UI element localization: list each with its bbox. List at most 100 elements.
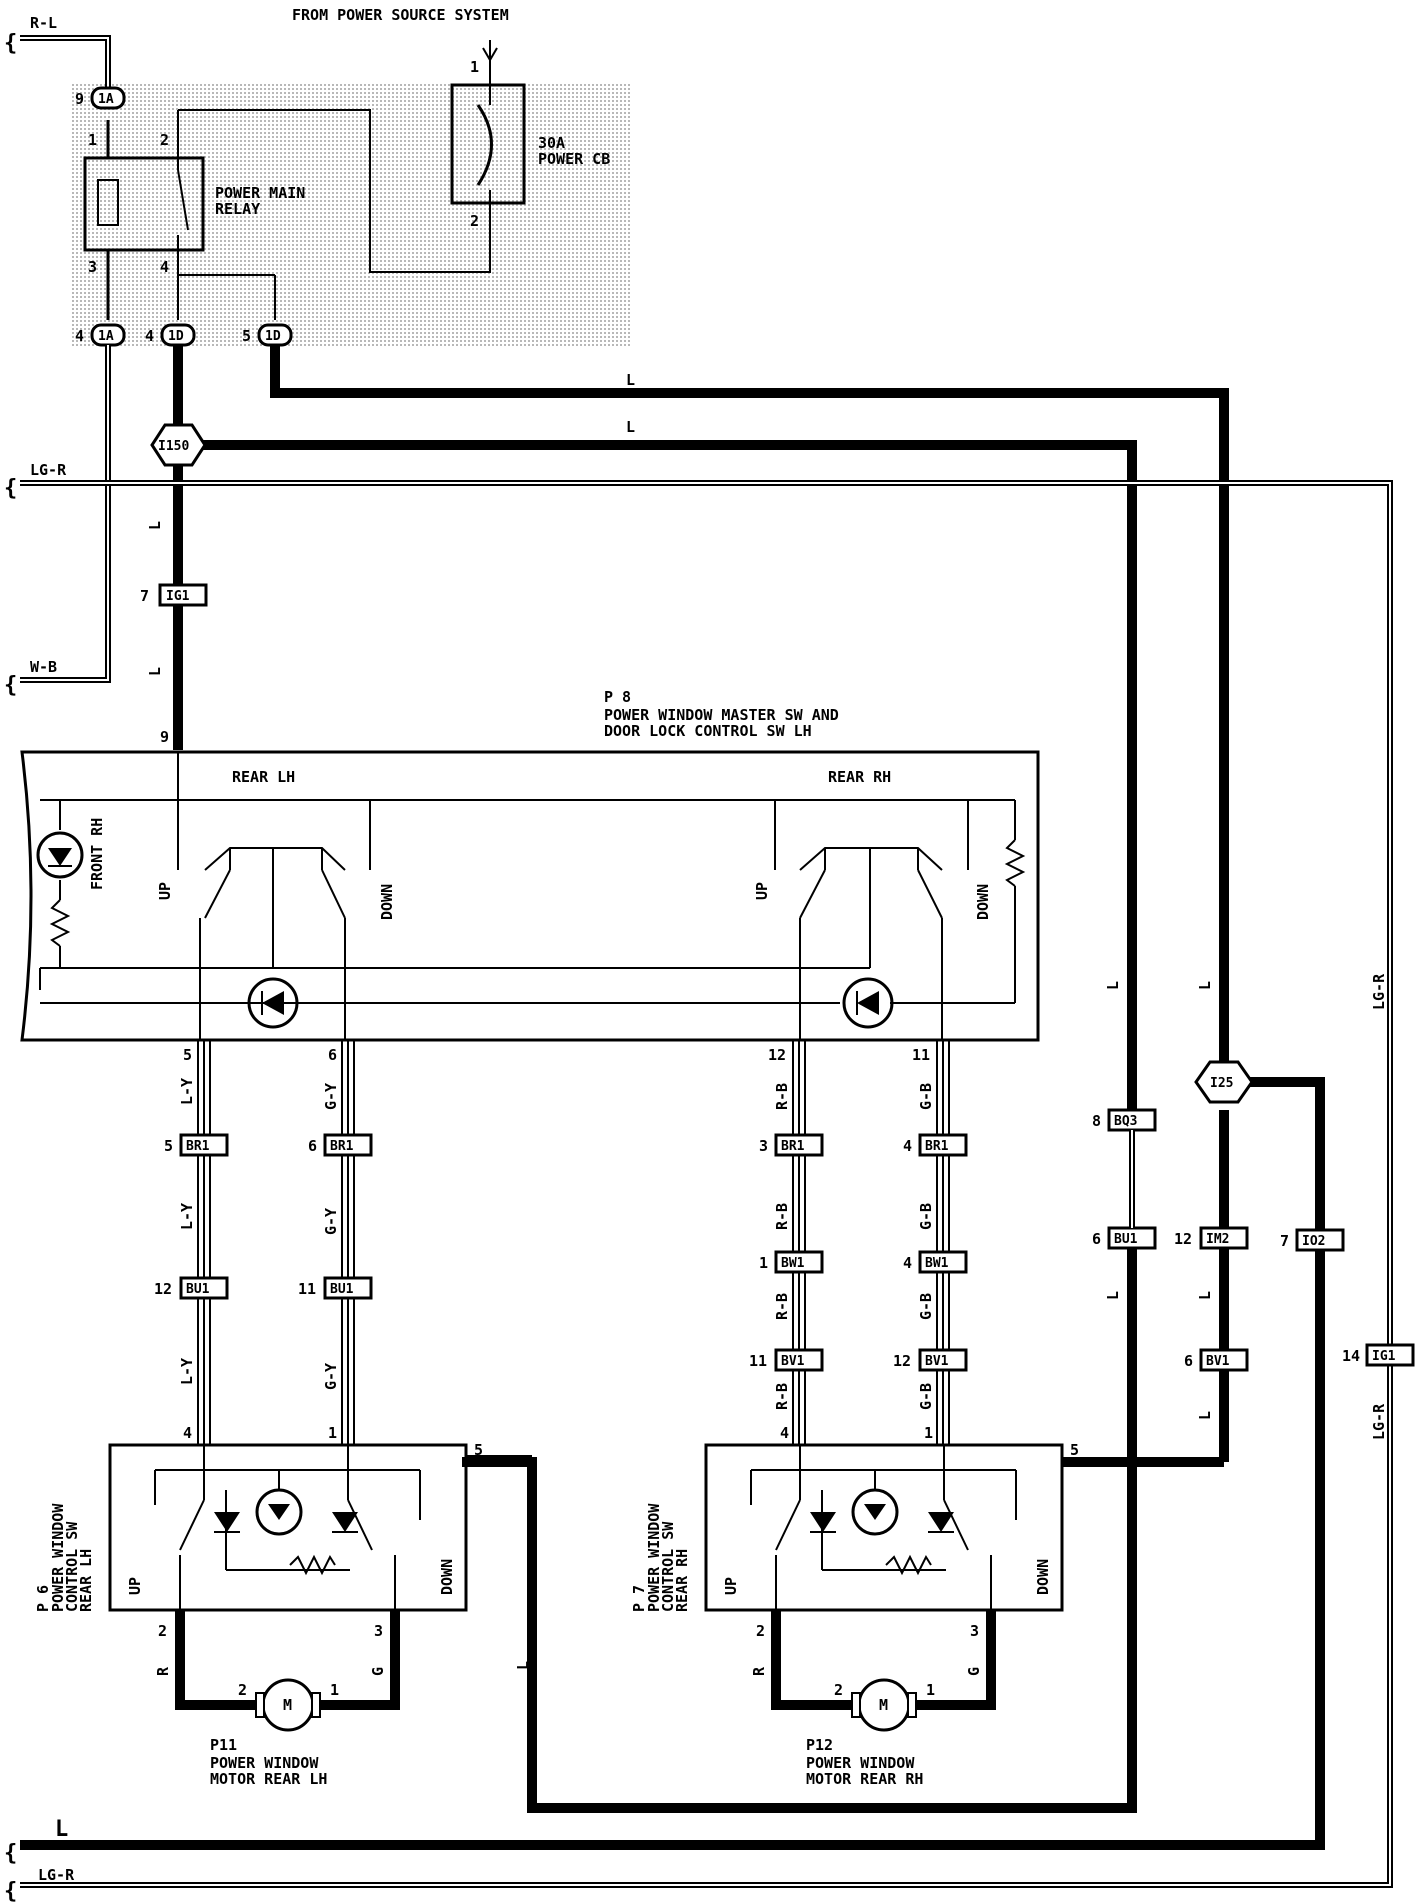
master-pin-11: 11 — [912, 1046, 930, 1064]
breaker-label-2: POWER CB — [538, 150, 610, 168]
brace-left-4: { — [4, 1841, 17, 1866]
wire-label-g-b-2: G-B — [917, 1203, 935, 1230]
rear-lh-down: DOWN — [438, 1559, 456, 1595]
master-pin-12: 12 — [768, 1046, 786, 1064]
wire-w-b — [20, 345, 111, 683]
connector-bw1-2-label: BW1 — [925, 1256, 949, 1271]
wire-l-i150 — [178, 440, 1137, 1110]
motor-rh-wire-r: R — [750, 1666, 768, 1676]
rear-rh-led — [842, 977, 894, 1029]
wire-label-lg-r-1: LG-R — [30, 461, 67, 479]
connector-bu1-2 — [323, 1276, 373, 1300]
rear-lh-switch-code: P 6 — [34, 1585, 52, 1612]
connector-bu1-2-pin: 11 — [298, 1280, 316, 1298]
wire-label-l-y-2: L-Y — [178, 1203, 196, 1230]
breaker-label-1: 30A — [538, 134, 565, 152]
relay-pin-2: 2 — [160, 131, 169, 149]
connector-1a-bottom-label: 1A — [98, 329, 114, 344]
rear-lh-up: UP — [126, 1577, 144, 1595]
connector-ig1-a-label: IG1 — [166, 589, 190, 604]
master-up-rh: UP — [753, 882, 771, 900]
motor-lh-label-2: MOTOR REAR LH — [210, 1770, 327, 1788]
connector-bu1-1 — [179, 1276, 229, 1300]
connector-io2-pin: 7 — [1280, 1232, 1289, 1250]
motor-rh-wires — [771, 1610, 852, 1710]
connector-br1-4-label: BR1 — [925, 1139, 949, 1154]
master-down-rh: DOWN — [974, 884, 992, 920]
connector-bv1-3-label: BV1 — [1206, 1354, 1230, 1369]
master-pin-5: 5 — [183, 1046, 192, 1064]
rear-rh-switch-label-1: POWER WINDOW — [645, 1503, 663, 1612]
double-wires — [197, 1040, 950, 1445]
motor-rh-label-2: MOTOR REAR RH — [806, 1770, 923, 1788]
rear-rh-up: UP — [722, 1577, 740, 1595]
rear-rh-pin-1: 1 — [924, 1424, 933, 1442]
rear-lh-led — [247, 977, 299, 1029]
motor-rh-symbol: M — [879, 1696, 888, 1714]
wire-l-bottom-main — [20, 1250, 1325, 1850]
wire-label-lg-r-2: LG-R — [1370, 973, 1388, 1010]
connector-bw1-2 — [918, 1250, 968, 1274]
master-switch-code: P 8 — [604, 688, 631, 706]
wire-label-l-1: L — [626, 371, 635, 389]
relay-pin-1: 1 — [88, 131, 97, 149]
rear-lh-switch-label-1: POWER WINDOW — [49, 1503, 67, 1612]
rear-rh-switch-led — [851, 1488, 899, 1536]
master-pin-9: 9 — [160, 728, 169, 746]
wire-label-lg-r-bottom: LG-R — [38, 1866, 75, 1884]
wire-lg-r — [20, 480, 1393, 1345]
wire-label-g-y-3: G-Y — [322, 1363, 340, 1390]
connector-bv1-1-label: BV1 — [781, 1354, 805, 1369]
wire-label-g-y-1: G-Y — [322, 1083, 340, 1110]
wire-r-l — [20, 35, 111, 88]
wire-label-l-8: L — [1196, 1291, 1214, 1300]
motor-rh-label-1: POWER WINDOW — [806, 1754, 915, 1772]
brace-left-3: { — [4, 673, 17, 698]
connector-bv1-2-pin: 12 — [893, 1352, 911, 1370]
connector-bu1-3-pin: 6 — [1092, 1230, 1101, 1248]
connector-br1-2 — [323, 1133, 373, 1157]
wire-label-l-7: L — [1104, 1291, 1122, 1300]
power-circuit-breaker — [450, 40, 526, 205]
junction-i25-label: I25 — [1210, 1076, 1233, 1091]
connector-bv1-1-pin: 11 — [749, 1352, 767, 1370]
connector-bv1-3-pin: 6 — [1184, 1352, 1193, 1370]
connector-im2-pin: 12 — [1174, 1230, 1192, 1248]
connector-1a-top-pin: 9 — [75, 90, 84, 108]
connector-br1-3 — [774, 1133, 824, 1157]
motor-lh-wire-r: R — [154, 1666, 172, 1676]
brace-left-5: { — [4, 1879, 17, 1904]
connector-im2-label: IM2 — [1206, 1232, 1229, 1247]
wire-label-l-4: L — [146, 667, 164, 676]
wire-label-l-3: L — [146, 521, 164, 530]
connector-1d-b-pin: 5 — [242, 327, 251, 345]
wire-label-r-b-3: R-B — [773, 1293, 791, 1320]
connector-io2-label: IO2 — [1302, 1234, 1325, 1249]
power-main-relay — [83, 109, 491, 320]
motor-rh-wire-g: G — [965, 1667, 983, 1676]
connector-br1-1-pin: 5 — [164, 1137, 173, 1155]
connector-1d-a-pin: 4 — [145, 327, 154, 345]
breaker-pin-2: 2 — [470, 212, 479, 230]
connector-bw1-1-label: BW1 — [781, 1256, 805, 1271]
connector-bu1-3-label: BU1 — [1114, 1232, 1138, 1247]
master-front-rh: FRONT RH — [88, 818, 106, 890]
connector-br1-3-label: BR1 — [781, 1139, 805, 1154]
wire-label-l-10: L — [514, 1661, 532, 1670]
wire-label-l-9: L — [1196, 1411, 1214, 1420]
motor-lh-pin-1: 1 — [330, 1681, 339, 1699]
connector-bw1-1-pin: 1 — [759, 1254, 768, 1272]
rear-lh-pin-2: 2 — [158, 1622, 167, 1640]
master-rear-rh: REAR RH — [828, 768, 891, 786]
rear-lh-pin-1: 1 — [328, 1424, 337, 1442]
rear-lh-switch-label-3: REAR LH — [77, 1549, 95, 1612]
rear-lh-switch-led — [255, 1488, 303, 1536]
connector-bv1-2-label: BV1 — [925, 1354, 949, 1369]
connector-1a-bottom-pin: 4 — [75, 327, 84, 345]
connector-br1-2-pin: 6 — [308, 1137, 317, 1155]
connector-br1-2-label: BR1 — [330, 1139, 354, 1154]
wire-label-l-bottom: L — [55, 1817, 68, 1842]
rear-rh-switch-code: P 7 — [630, 1585, 648, 1612]
motor-lh-wires — [175, 1610, 256, 1710]
